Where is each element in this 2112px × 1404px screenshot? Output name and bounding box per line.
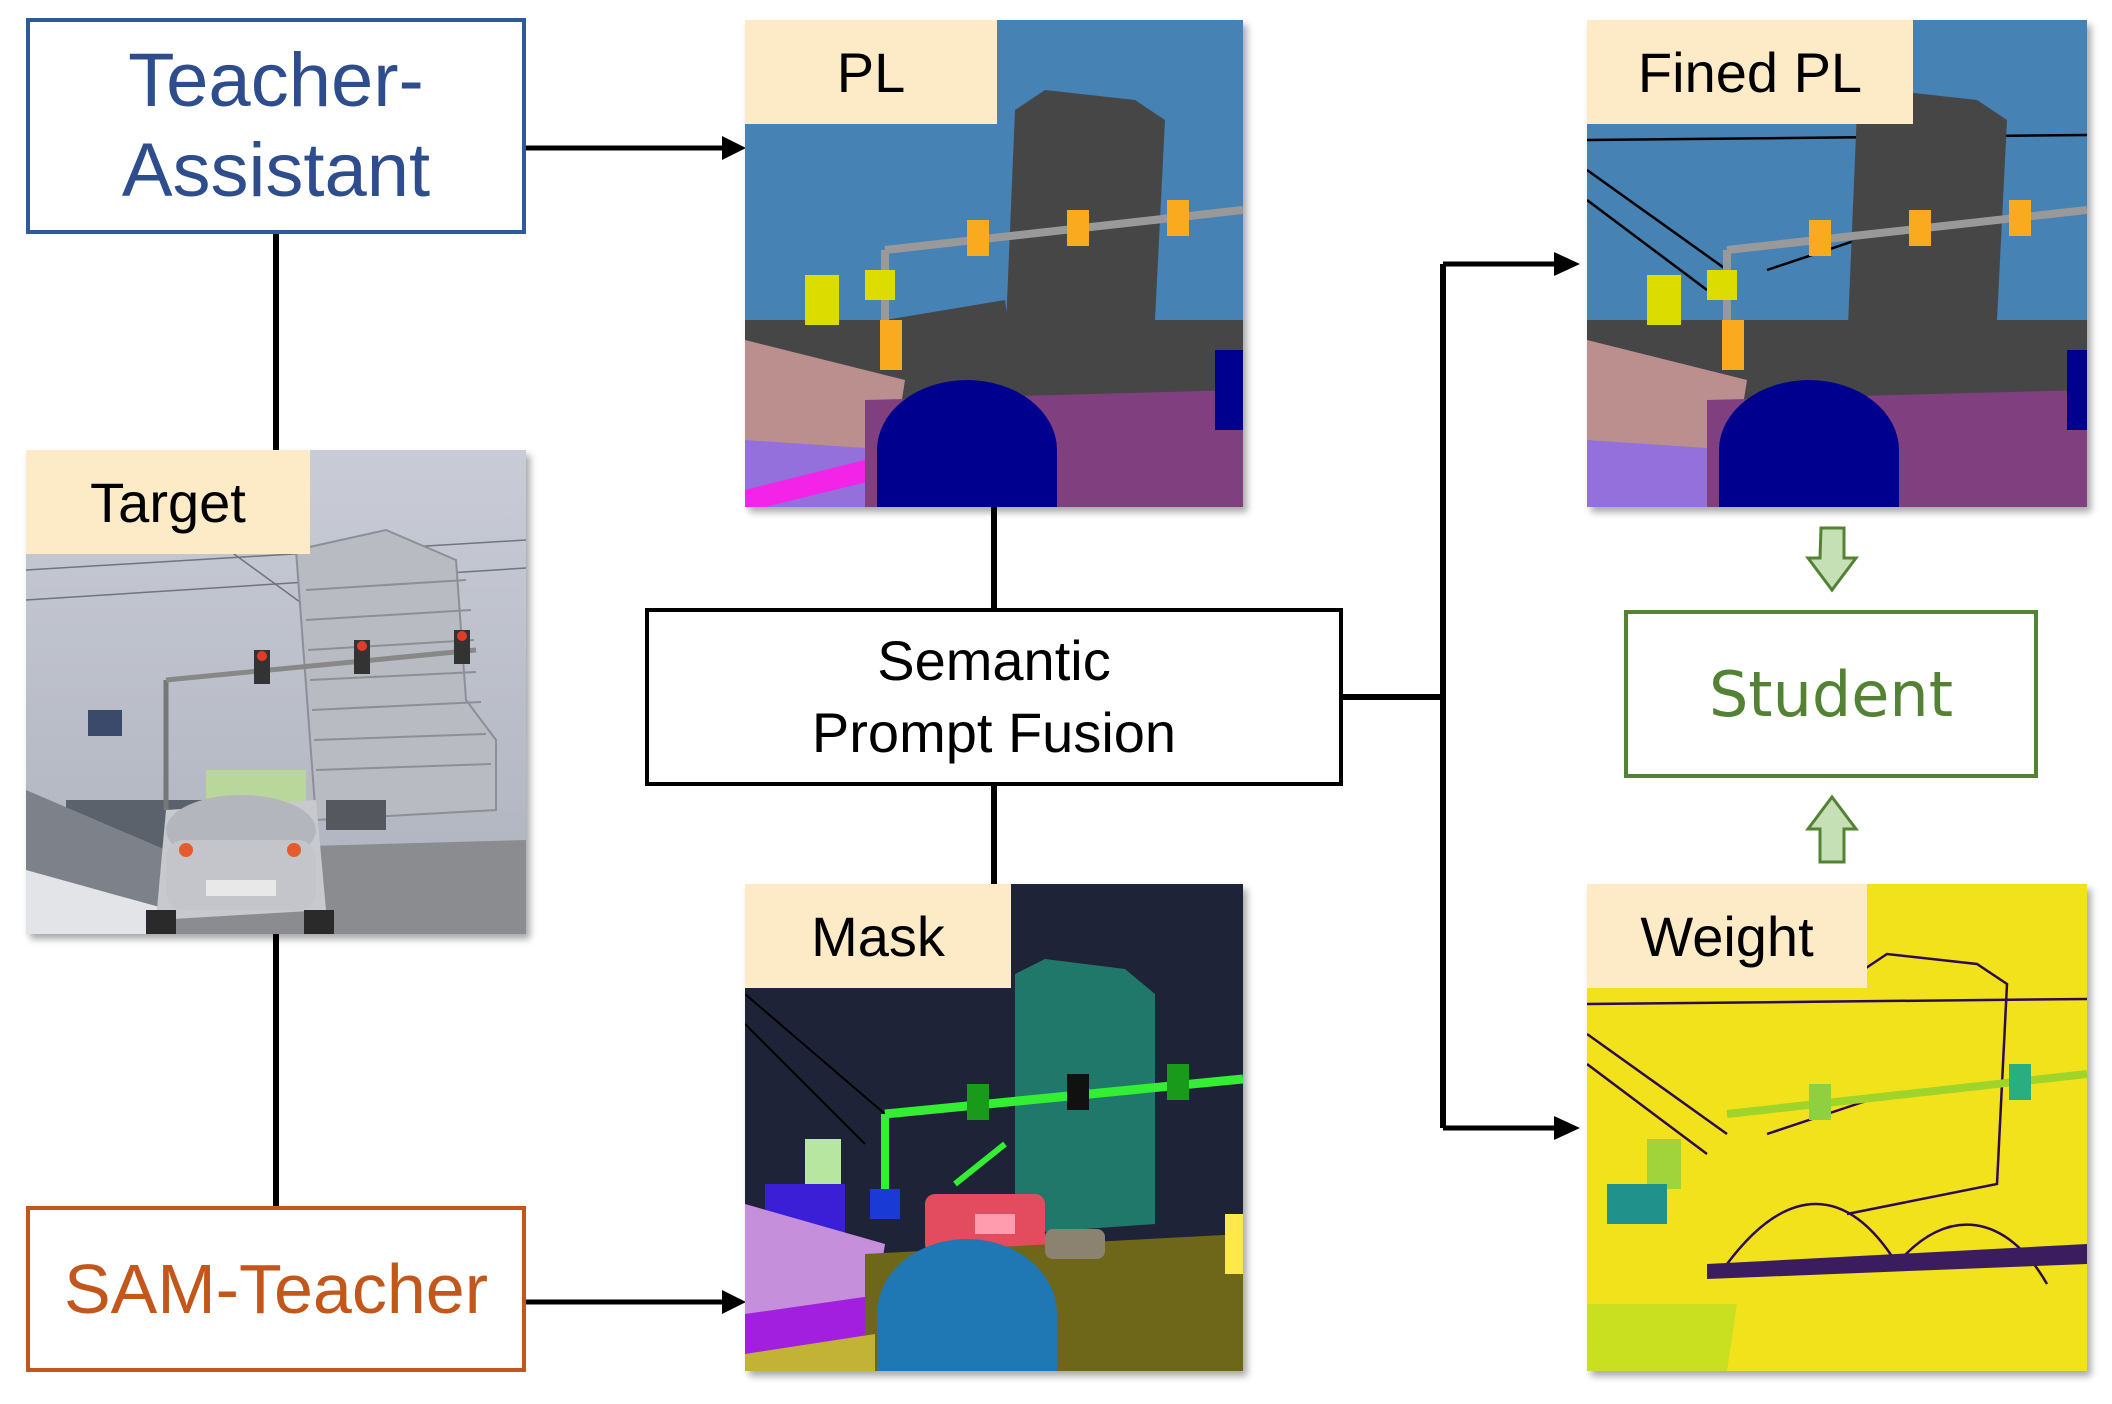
teacher-assistant-line1: Teacher-	[128, 38, 424, 123]
pl-segmentation	[745, 20, 1243, 507]
weight-image-panel: Weight	[1587, 884, 2087, 1371]
mask-label: Mask	[745, 884, 1011, 988]
teacher-assistant-node: Teacher- Assistant	[26, 18, 526, 234]
fusion-line1: Semantic	[877, 629, 1111, 692]
fusion-line2: Prompt Fusion	[811, 701, 1177, 764]
mask-image-panel: Mask	[745, 884, 1243, 1371]
target-image-panel: Target	[26, 450, 526, 934]
student-node: Student	[1624, 610, 2038, 778]
target-photo	[26, 450, 526, 934]
weight-label: Weight	[1587, 884, 1867, 988]
green-arrow-up	[1805, 794, 1859, 864]
semantic-prompt-fusion-node: Semantic Prompt Fusion	[645, 608, 1343, 786]
fined-pl-label: Fined PL	[1587, 20, 1913, 124]
sam-teacher-node: SAM-Teacher	[26, 1206, 526, 1372]
pl-image-panel: PL	[745, 20, 1243, 507]
sam-teacher-label: SAM-Teacher	[63, 1250, 489, 1328]
student-label: Student	[1708, 657, 1954, 731]
target-label: Target	[26, 450, 310, 554]
teacher-assistant-line2: Assistant	[121, 128, 431, 213]
fined-pl-image-panel: Fined PL	[1587, 20, 2087, 507]
green-arrow-down	[1805, 526, 1859, 593]
pl-label: PL	[745, 20, 997, 124]
